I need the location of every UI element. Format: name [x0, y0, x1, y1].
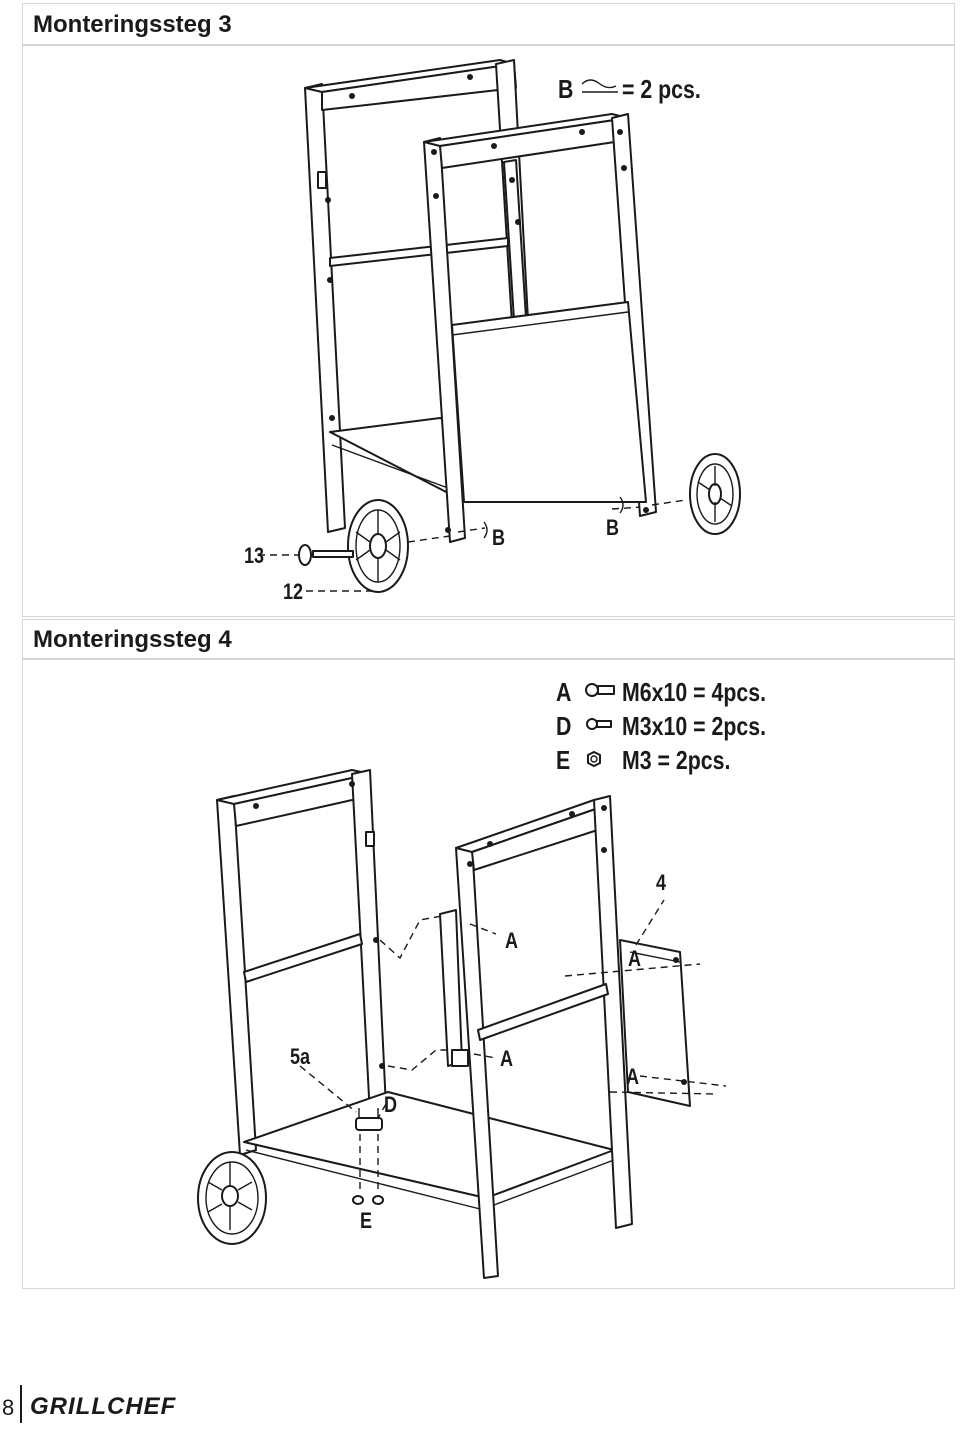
step4-callout-a-bottom-right: A [626, 1064, 640, 1089]
nut-icon [587, 751, 601, 767]
step4-callout-4: 4 [656, 870, 667, 895]
step4-callout-5a: 5a [290, 1044, 311, 1069]
step4-legend-a-letter: A [556, 677, 572, 707]
step4-cart-illustration [197, 683, 727, 1279]
step4-bottom-shelf [243, 1091, 615, 1211]
step3-cart-illustration [258, 59, 741, 593]
step3-callout-12: 12 [283, 579, 304, 604]
step3-right-wheel [689, 453, 741, 535]
step3-legend-quantity: = 2 pcs. [622, 74, 701, 104]
step4-callout-d: D [384, 1092, 398, 1117]
step3-title: Monteringssteg 3 [22, 3, 955, 45]
step4-foot-bracket [352, 1108, 384, 1205]
page-number: 8 [2, 1395, 15, 1420]
step4-title: Monteringssteg 4 [22, 619, 955, 659]
step3-axle-pin [258, 496, 687, 592]
step3-callout-b-right: B [606, 515, 620, 540]
step4-legend-d-text: M3x10 = 2pcs. [622, 711, 767, 741]
bolt-icon [586, 718, 612, 730]
step4-left-frame [216, 769, 389, 1156]
step3-legend-letter: B [558, 74, 574, 104]
step4-wheel [197, 1151, 267, 1245]
bolt-icon [585, 683, 615, 697]
step4-right-frame [455, 795, 633, 1279]
step3-front-frame [423, 113, 657, 543]
brand-logo: GRILLCHEF [30, 1393, 177, 1420]
step4-assembly-guides [299, 899, 727, 1119]
footer-divider [20, 1385, 22, 1423]
step4-legend-e-letter: E [556, 745, 571, 775]
step4-legend-e-text: M3 = 2pcs. [622, 745, 731, 775]
step4-legend-d-letter: D [556, 711, 572, 741]
step4-callout-e: E [360, 1208, 373, 1233]
step4-callout-a-bottom-middle: A [500, 1046, 514, 1071]
cotter-pin-icon [581, 79, 618, 93]
step3-left-wheel [347, 499, 409, 593]
step4-callout-a-top-right: A [628, 946, 642, 971]
step4-legend-a-text: M6x10 = 4pcs. [622, 677, 767, 707]
step4-side-panel [439, 909, 691, 1107]
step3-callout-b-left: B [492, 525, 506, 550]
step4-callout-a-top-middle: A [505, 928, 519, 953]
step3-callout-13: 13 [244, 543, 265, 568]
